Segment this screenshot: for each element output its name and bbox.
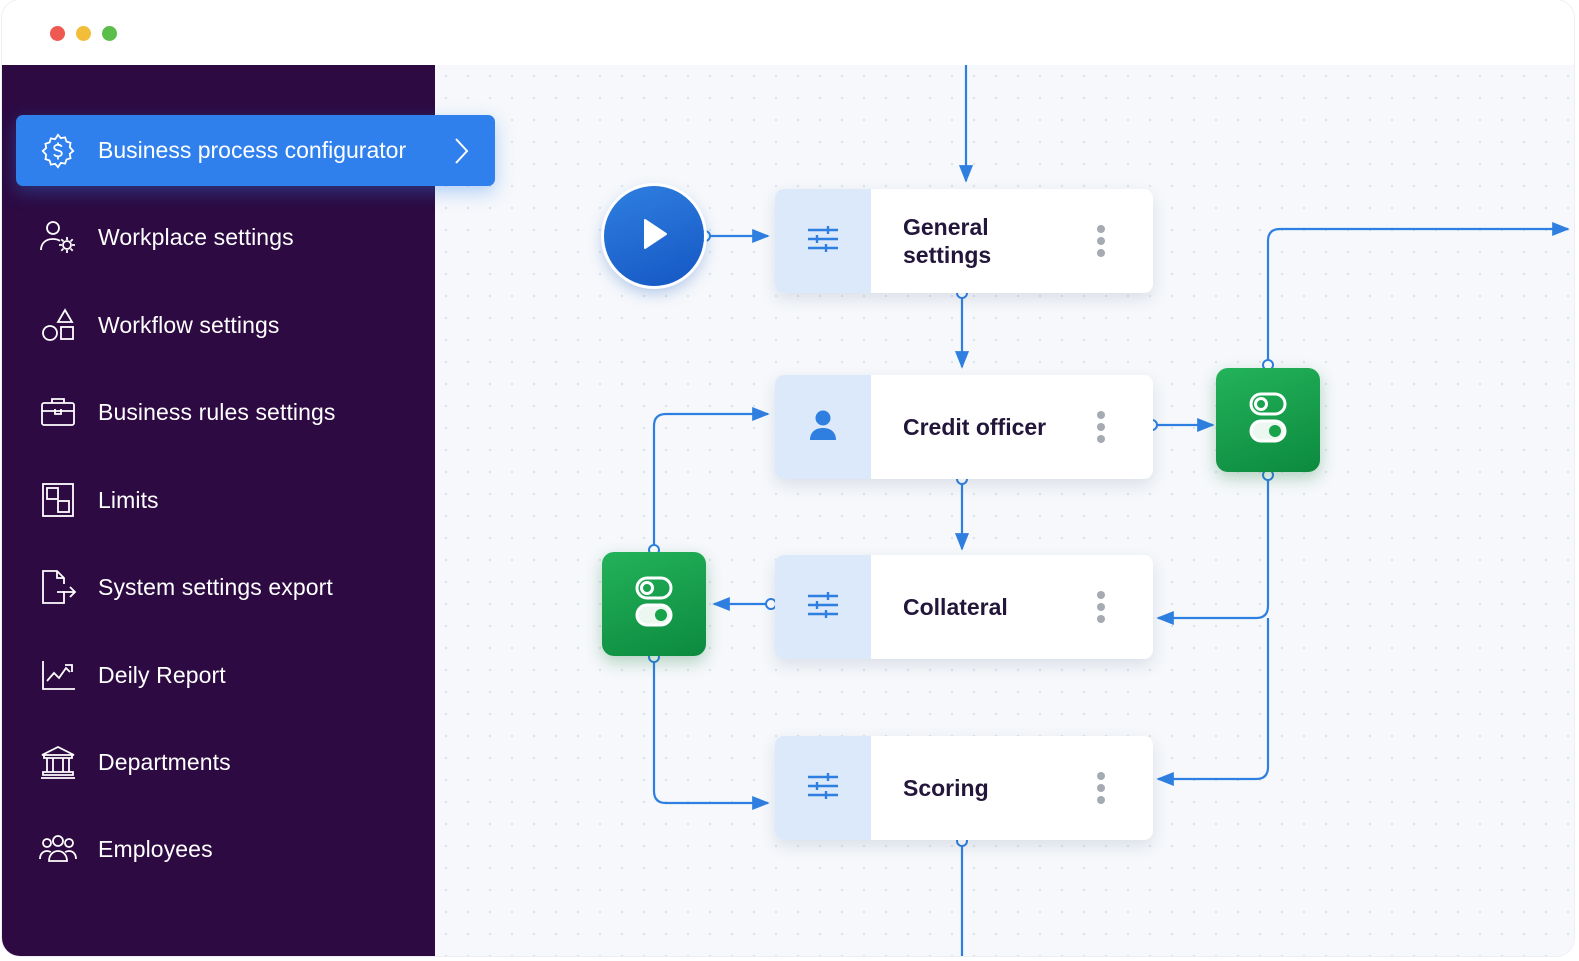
connector-gate-collateral (1156, 477, 1270, 626)
briefcase-icon (38, 392, 78, 432)
sidebar-item-limits[interactable]: Limits (38, 480, 159, 520)
toggle-icon (634, 575, 674, 634)
sidebar-item-label: Business rules settings (98, 398, 336, 425)
sidebar-item-daily-report[interactable]: Deily Report (38, 655, 226, 695)
chevron-right-icon (451, 137, 471, 171)
sidebar-item-label: Deily Report (98, 661, 226, 688)
sliders-icon (806, 590, 840, 625)
shapes-icon (38, 305, 78, 345)
sidebar-item-departments[interactable]: Departments (38, 742, 231, 782)
sliders-icon (806, 224, 840, 259)
node-title: Collateral (903, 594, 1008, 620)
sidebar-item-business-process-configurator[interactable]: Business process configurator (16, 115, 495, 186)
connector-lines (648, 65, 1570, 956)
sidebar-item-workplace-settings[interactable]: Workplace settings (38, 217, 294, 257)
node-icon-box (775, 736, 871, 840)
node-icon-box (775, 189, 871, 293)
user-icon (809, 409, 837, 446)
node-title-line: General (903, 214, 989, 240)
gateway-node-left[interactable] (602, 552, 706, 656)
dollar-gear-icon (38, 131, 78, 171)
node-credit-officer[interactable]: Credit officer (775, 375, 1153, 479)
node-menu-button[interactable] (1097, 411, 1105, 447)
window-maximize-button[interactable] (102, 26, 117, 41)
bank-icon (38, 742, 78, 782)
layout-icon (38, 480, 78, 520)
sidebar-item-system-export[interactable]: System settings export (38, 567, 333, 607)
node-title-line: settings (903, 242, 992, 268)
node-menu-button[interactable] (1097, 772, 1105, 808)
sidebar-item-label: Workplace settings (98, 223, 294, 250)
sidebar-item-label: System settings export (98, 573, 333, 600)
window-minimize-button[interactable] (76, 26, 91, 41)
active-nav-label: Business process configurator (98, 137, 407, 163)
sidebar-item-label: Departments (98, 748, 231, 775)
node-collateral[interactable]: Collateral (775, 555, 1153, 659)
sidebar-item-business-rules[interactable]: Business rules settings (38, 392, 336, 432)
sidebar: Workplace settings Workflow settings Bus… (2, 65, 435, 956)
connector-gate-scoring-left (652, 659, 770, 811)
node-scoring[interactable]: Scoring (775, 736, 1153, 840)
node-menu-button[interactable] (1097, 591, 1105, 627)
play-icon (639, 217, 669, 256)
chart-icon (38, 655, 78, 695)
node-icon-box (775, 375, 871, 479)
user-gear-icon (38, 217, 78, 257)
connector-gate-out-right (1266, 221, 1570, 363)
node-title: Credit officer (903, 414, 1047, 440)
gateway-node-right[interactable] (1216, 368, 1320, 472)
sidebar-item-employees[interactable]: Employees (38, 829, 213, 869)
sidebar-item-label: Limits (98, 486, 159, 513)
sidebar-item-label: Employees (98, 835, 213, 862)
users-icon (38, 829, 78, 869)
connector-gate-credit (652, 406, 770, 550)
start-node[interactable] (604, 186, 704, 286)
node-icon-box (775, 555, 871, 659)
toggle-icon (1248, 391, 1288, 450)
connector-gate-scoring (1156, 618, 1270, 787)
node-menu-button[interactable] (1097, 225, 1105, 261)
title-bar (2, 0, 1574, 65)
sliders-icon (806, 771, 840, 806)
node-title: Scoring (903, 775, 989, 801)
sidebar-item-workflow-settings[interactable]: Workflow settings (38, 305, 280, 345)
window-close-button[interactable] (50, 26, 65, 41)
file-export-icon (38, 567, 78, 607)
sidebar-item-label: Workflow settings (98, 311, 280, 338)
